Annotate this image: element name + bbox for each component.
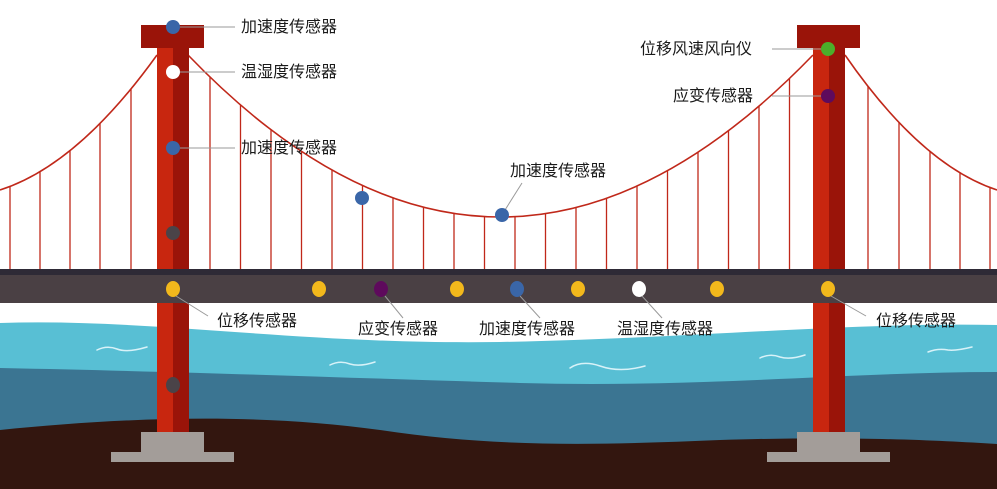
tower-foundation bbox=[141, 432, 204, 452]
deck-top-edge bbox=[0, 269, 997, 275]
label-right-wind: 位移风速风向仪 bbox=[640, 39, 753, 58]
tower-footing bbox=[767, 452, 890, 462]
label-left-displacement: 位移传感器 bbox=[217, 311, 298, 330]
bridge-deck bbox=[0, 275, 997, 303]
leader-line bbox=[175, 295, 209, 317]
accelerometer-dot bbox=[510, 281, 524, 297]
displacement-sensor-dot bbox=[166, 281, 180, 297]
displacement-sensor-dot bbox=[821, 281, 835, 297]
leader-line bbox=[504, 182, 523, 211]
accelerometer-dot bbox=[495, 208, 509, 222]
label-right-strain: 应变传感器 bbox=[673, 86, 754, 105]
ground bbox=[0, 418, 997, 489]
strain-sensor-dot bbox=[821, 89, 835, 103]
suspender-cables bbox=[9, 77, 991, 270]
accelerometer-dot bbox=[355, 191, 369, 205]
displacement-sensor-dot bbox=[450, 281, 464, 297]
displacement-sensor-dot bbox=[571, 281, 585, 297]
displacement-sensor-dot bbox=[710, 281, 724, 297]
label-tower-mid-accel: 加速度传感器 bbox=[241, 138, 338, 157]
humidity-sensor-dot bbox=[632, 281, 646, 297]
label-deck-accel: 加速度传感器 bbox=[479, 319, 576, 338]
tower-right-half bbox=[173, 45, 189, 433]
tower-cap bbox=[797, 25, 860, 48]
leader-lines bbox=[175, 26, 867, 319]
tower-footing bbox=[111, 452, 234, 462]
water-waves bbox=[96, 346, 973, 371]
tower-foundation bbox=[797, 432, 860, 452]
label-cable-accel: 加速度传感器 bbox=[510, 161, 607, 180]
leader-line bbox=[519, 295, 541, 319]
tower-left-half bbox=[157, 45, 173, 433]
main-cables bbox=[0, 54, 997, 218]
tower-left-half bbox=[813, 45, 829, 433]
sensor-dot bbox=[166, 226, 180, 240]
label-deck-humidity: 温湿度传感器 bbox=[617, 319, 714, 338]
leader-line bbox=[641, 295, 663, 319]
label-deck-strain: 应变传感器 bbox=[358, 319, 439, 338]
sensor-dot bbox=[166, 377, 180, 393]
displacement-sensor-dot bbox=[312, 281, 326, 297]
sensors bbox=[166, 20, 835, 393]
wind-sensor-dot bbox=[821, 42, 835, 56]
accelerometer-dot bbox=[166, 20, 180, 34]
label-right-displacement: 位移传感器 bbox=[876, 311, 957, 330]
leader-line bbox=[830, 295, 867, 317]
leader-line bbox=[384, 295, 404, 319]
accelerometer-dot bbox=[166, 141, 180, 155]
tower-right-half bbox=[829, 45, 845, 433]
humidity-sensor-dot bbox=[166, 65, 180, 79]
label-tower-humidity: 温湿度传感器 bbox=[241, 62, 338, 81]
label-tower-top-accel: 加速度传感器 bbox=[241, 17, 338, 36]
strain-sensor-dot bbox=[374, 281, 388, 297]
towers bbox=[111, 25, 890, 462]
tower-cap bbox=[141, 25, 204, 48]
